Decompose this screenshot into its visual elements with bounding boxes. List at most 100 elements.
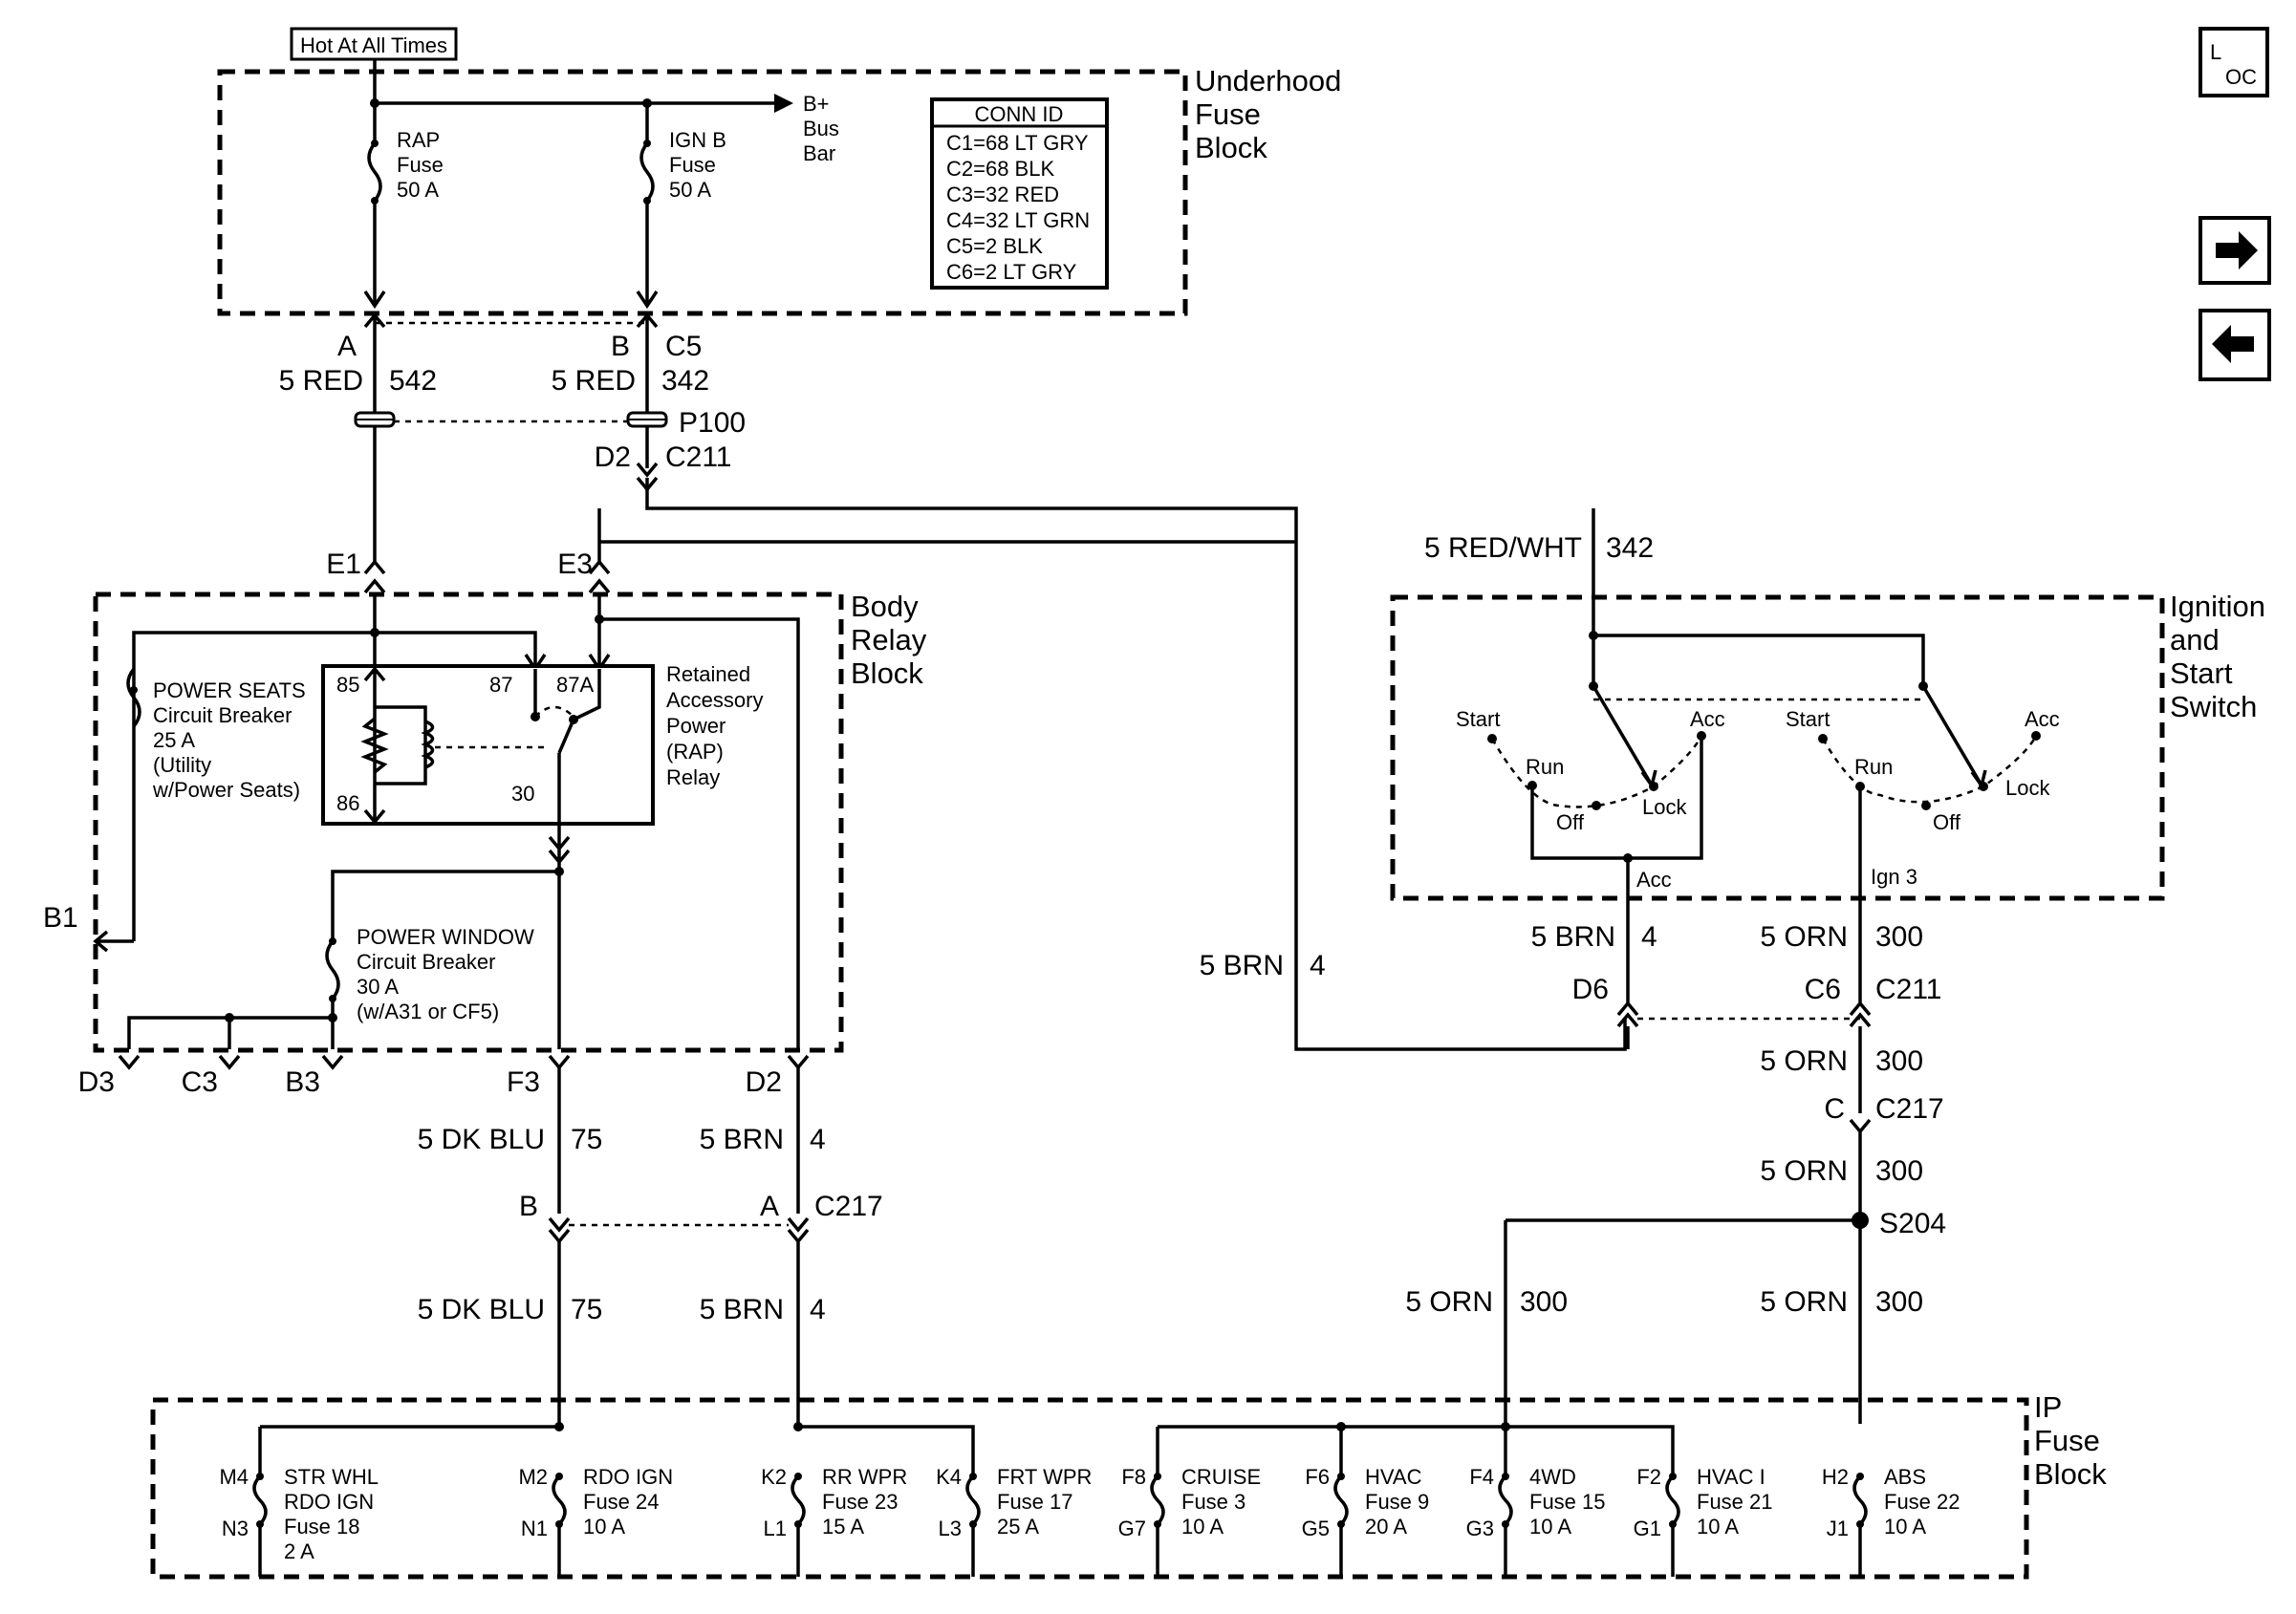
ip-fuse-label: 10 A <box>1181 1515 1224 1539</box>
pin-c6-label: C6 <box>1805 974 1841 1005</box>
ignition-label-3: Start <box>2170 656 2233 690</box>
rap-relay-label-5: Relay <box>666 765 720 789</box>
pin-b-lower-label: B <box>519 1191 538 1222</box>
next-page-button[interactable] <box>2199 216 2271 285</box>
ip-fuse-top-pin: M2 <box>518 1465 548 1489</box>
ip-fuse-top-pin: H2 <box>1822 1465 1849 1489</box>
ip-fuse-bottom-pin: N1 <box>521 1517 548 1540</box>
body-relay-label-3: Block <box>851 656 923 690</box>
loc-l-text: L <box>2210 40 2221 64</box>
wire-orn4-number: 300 <box>1520 1286 1568 1318</box>
pin-a-label: A <box>337 331 357 362</box>
wire-brn-d6-number: 4 <box>1641 921 1657 953</box>
ip-fuse-label: RDO IGN <box>284 1490 374 1514</box>
ip-fuse-label: Fuse 22 <box>1884 1490 1960 1514</box>
loc-oc-text: OC <box>2225 65 2257 89</box>
pin-e1-label: E1 <box>326 549 361 580</box>
wire-dkblu1-number: 75 <box>571 1124 602 1155</box>
c211-label: C211 <box>665 441 732 473</box>
pin-f3-label: F3 <box>507 1066 540 1098</box>
conn-id-row: C1=68 LT GRY <box>946 131 1089 155</box>
ip-fuse-label: STR WHL <box>284 1465 379 1489</box>
underhood-block-label-1: Underhood <box>1195 64 1341 97</box>
ign-right-acc: Acc <box>2025 707 2060 731</box>
p100-label: P100 <box>679 407 746 439</box>
ignition-label-4: Switch <box>2170 690 2257 723</box>
wire-orn1-number: 300 <box>1875 921 1923 953</box>
body-relay-label-1: Body <box>851 590 919 623</box>
conn-id-row: C3=32 RED <box>946 183 1059 206</box>
conn-id-row: C4=32 LT GRN <box>946 208 1090 232</box>
power-seats-label-5: w/Power Seats) <box>152 778 300 802</box>
wire-orn2-color: 5 ORN <box>1760 1045 1848 1077</box>
ign-right-start: Start <box>1786 707 1830 731</box>
conn-c5-label: C5 <box>665 331 702 362</box>
pin-d2-bottom-label: D2 <box>746 1066 782 1098</box>
wire-brn1-number: 4 <box>810 1124 826 1155</box>
wire-orn2-number: 300 <box>1875 1045 1923 1077</box>
ip-fuse-label: Fuse 17 <box>997 1490 1073 1514</box>
ip-block-label-1: IP <box>2034 1390 2062 1424</box>
c217-left-label: C217 <box>814 1191 883 1222</box>
ip-fuse-bottom-pin: G1 <box>1634 1517 1661 1540</box>
wire-brn-long-number: 4 <box>1310 950 1326 981</box>
wire-orn5-number: 300 <box>1875 1286 1923 1318</box>
ip-block-label-2: Fuse <box>2034 1424 2100 1457</box>
relay-pin-86: 86 <box>336 791 359 815</box>
ip-fuse-label: 15 A <box>822 1515 864 1539</box>
ip-fuse-label: 20 A <box>1365 1515 1407 1539</box>
ign-left-off: Off <box>1556 810 1585 834</box>
arrow-right-icon <box>2216 231 2258 269</box>
wire-brn1-color: 5 BRN <box>700 1124 784 1155</box>
ignition-switch: Ignition and Start Switch Start Acc Run … <box>1390 590 2265 901</box>
ip-fuse-label: CRUISE <box>1181 1465 1261 1489</box>
conn-id-row: C2=68 BLK <box>946 157 1054 181</box>
ip-fuse-bottom-pin: L1 <box>764 1517 787 1540</box>
ip-block-label-3: Block <box>2034 1457 2107 1491</box>
ip-fuse-top-pin: F6 <box>1305 1465 1330 1489</box>
ip-fuse-label: Fuse 24 <box>583 1490 660 1514</box>
wire-brn2-number: 4 <box>810 1294 826 1325</box>
ign-right-run: Run <box>1854 755 1893 779</box>
ignition-label-1: Ignition <box>2170 590 2265 623</box>
conn-id-row: C5=2 BLK <box>946 234 1043 258</box>
relay-pin-87a: 87A <box>556 673 594 697</box>
ip-fuse-top-pin: F2 <box>1636 1465 1661 1489</box>
location-button[interactable]: L OC <box>2199 27 2269 97</box>
pin-e3-label: E3 <box>557 549 593 580</box>
wire-542-number: 542 <box>389 365 437 397</box>
ip-fuse-block: IP Fuse Block <box>150 1390 2107 1580</box>
wire-orn5-color: 5 ORN <box>1760 1286 1848 1318</box>
pin-d2-label: D2 <box>595 441 631 473</box>
ign-fuse-label-2: Fuse <box>669 153 716 177</box>
conn-id-table: CONN ID C1=68 LT GRY C2=68 BLK C3=32 RED… <box>930 97 1109 290</box>
ip-fuse-bottom-pin: G3 <box>1466 1517 1494 1540</box>
rap-relay-label-1: Retained <box>666 662 750 686</box>
rap-relay-label-3: Power <box>666 714 726 738</box>
previous-page-button[interactable] <box>2199 309 2271 381</box>
power-window-label-1: POWER WINDOW <box>357 925 534 949</box>
ip-fuse-label: FRT WPR <box>997 1465 1092 1489</box>
ign-fuse-label-1: IGN B <box>669 128 726 152</box>
ip-fuse-label: 10 A <box>1529 1515 1571 1539</box>
ip-fuse-label: RDO IGN <box>583 1465 673 1489</box>
power-window-label-4: (w/A31 or CF5) <box>357 1000 499 1023</box>
pin-b-label: B <box>611 331 630 362</box>
power-seats-label-2: Circuit Breaker <box>153 703 292 727</box>
power-window-label-3: 30 A <box>357 975 399 999</box>
ign-left-lock: Lock <box>1642 795 1687 819</box>
pin-a-lower-label: A <box>760 1191 779 1222</box>
wire-542-color: 5 RED <box>279 365 363 397</box>
ip-fuse-label: 2 A <box>284 1539 314 1563</box>
ip-fuse-top-pin: K2 <box>761 1465 787 1489</box>
ign-left-run: Run <box>1526 755 1564 779</box>
power-seats-label-4: (Utility <box>153 753 211 777</box>
ip-fuse-label: 25 A <box>997 1515 1039 1539</box>
busbar-label-2: Bus <box>803 117 839 140</box>
